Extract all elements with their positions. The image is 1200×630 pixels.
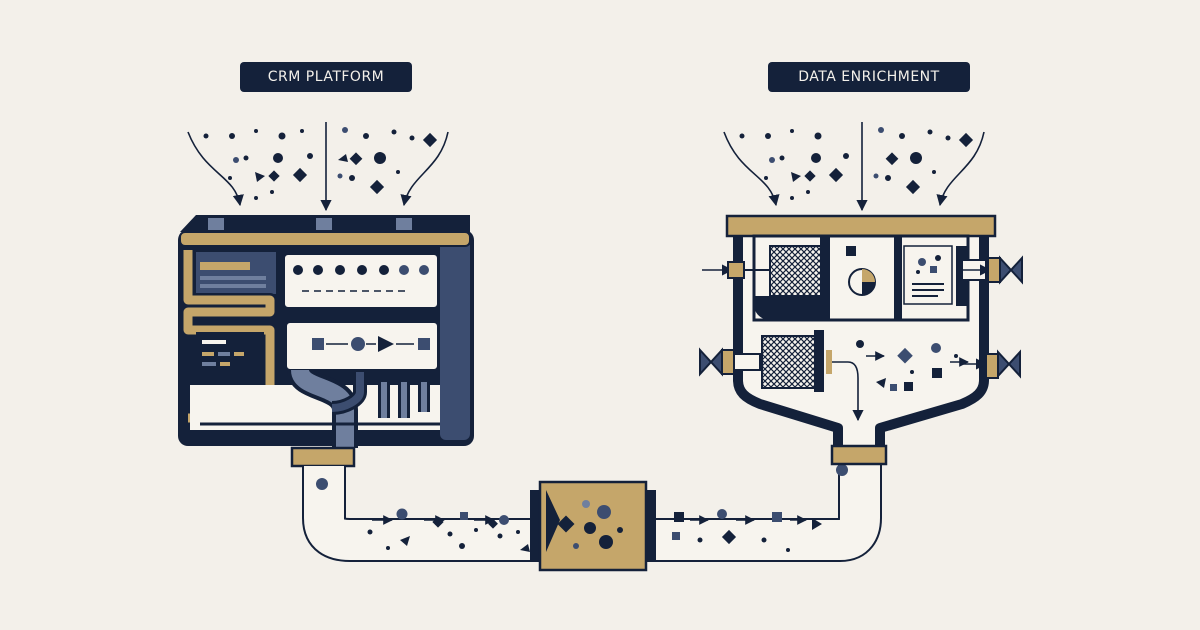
pipeline-right [656, 462, 882, 562]
crm-platform-label: CRM PLATFORM [240, 62, 412, 92]
enrichment-intake-arrows [723, 122, 985, 212]
valve-icon [699, 347, 761, 377]
crm-server-machine [178, 215, 474, 468]
pipeline-left [302, 466, 540, 562]
enrichment-tank [725, 214, 997, 466]
valve-icon [702, 261, 770, 279]
center-processor [530, 480, 656, 572]
crm-intake-arrows [187, 122, 449, 212]
enrichment-data-particles [739, 129, 974, 200]
crm-data-particles [203, 129, 438, 200]
pipe-particles-right [672, 464, 848, 552]
valve-icon [960, 255, 1023, 285]
valve-icon [960, 349, 1021, 379]
data-enrichment-label: DATA ENRICHMENT [768, 62, 970, 92]
